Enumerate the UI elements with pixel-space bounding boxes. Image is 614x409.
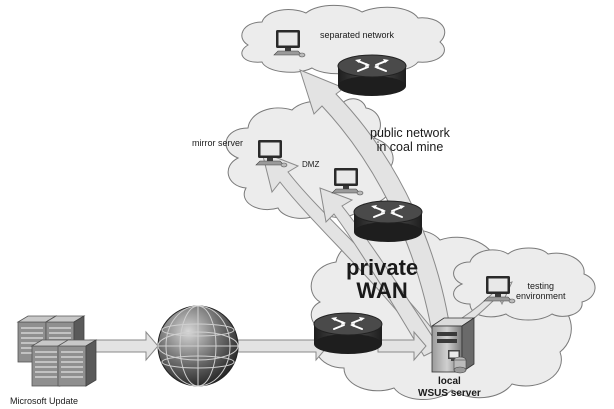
wsus-server-icon (430, 317, 476, 374)
server-rack-icon (17, 315, 97, 387)
cloud-separated-network (241, 4, 446, 75)
router-icon (353, 200, 423, 243)
label-local-wsus-server: local WSUS server (418, 376, 481, 399)
label-private-wan: private WAN (346, 255, 419, 304)
arrow-microsoft-to-globe (89, 330, 159, 362)
globe-icon (157, 305, 239, 387)
label-public-network: public network in coal mine (370, 126, 450, 155)
arrow-to-separated-network (299, 69, 453, 345)
arrow-to-dmz (319, 187, 441, 357)
label-mirror-server: mirror server (192, 138, 243, 148)
arrow-router-to-wsus (377, 330, 427, 362)
router-icon (337, 54, 407, 97)
label-dmz: DMZ (302, 160, 320, 169)
label-testing-environment: testing environment (516, 281, 566, 302)
arrows-group (89, 69, 513, 362)
label-microsoft-update: Microsoft Update (10, 396, 79, 406)
label-separated-network: separated network (320, 30, 395, 40)
router-icon (313, 312, 383, 355)
